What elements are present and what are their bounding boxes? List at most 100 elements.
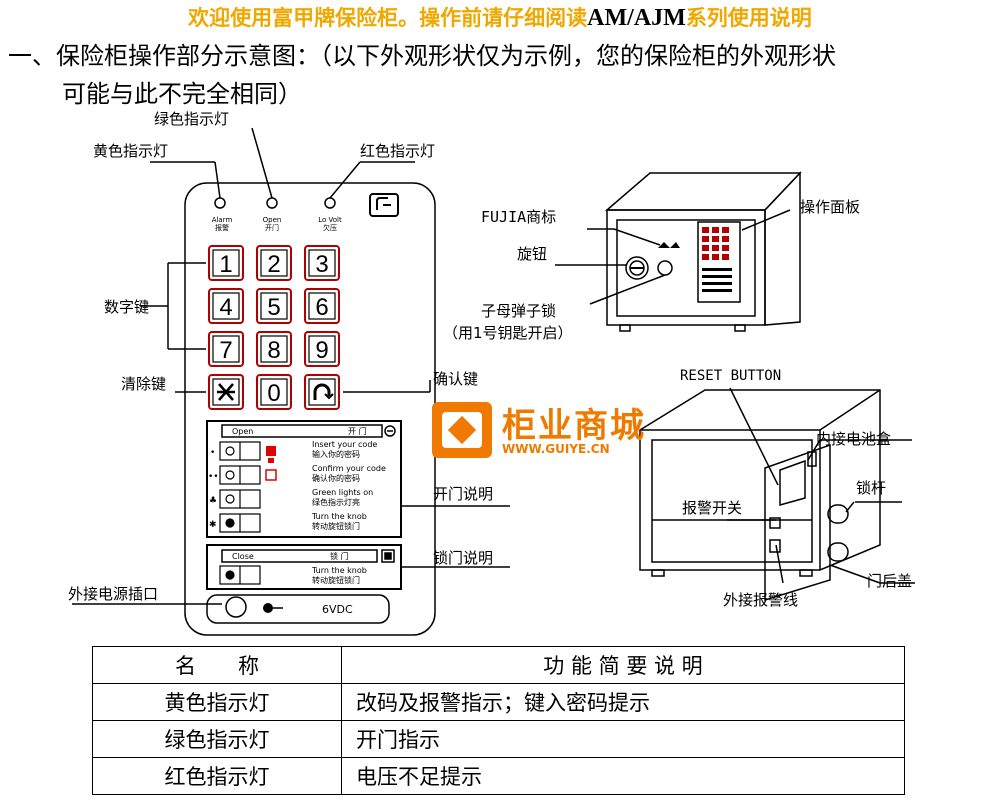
safe-fujia-logo <box>658 242 680 248</box>
close-instruction-box <box>206 544 402 590</box>
label-confirm-key: 确认键 <box>433 370 479 388</box>
label-key-lock-note: （用1号钥匙开启） <box>443 324 573 342</box>
label-key-lock: 子母弹子锁 <box>481 302 557 320</box>
key-1: 1 <box>219 251 232 278</box>
close-box-label-en: Close <box>232 552 254 561</box>
watermark-url: WWW.GUIYE.CN <box>502 442 610 456</box>
power-socket-frame <box>206 594 390 624</box>
step3-mark: ♣ <box>209 496 217 506</box>
label-fujia-logo: FUJIA商标 <box>481 208 557 226</box>
key-7: 7 <box>219 337 232 364</box>
table-header-row: 名 称 功 能 简 要 说 明 <box>92 646 905 684</box>
safe-control-panel <box>697 221 741 303</box>
watermark-logo-icon <box>432 402 492 458</box>
led-open-en: Open <box>263 216 282 224</box>
label-digit-keys: 数字键 <box>104 298 150 316</box>
label-knob: 旋钮 <box>517 245 548 263</box>
step3-cn: 绿色指示灯亮 <box>312 497 360 507</box>
key-3: 3 <box>315 251 328 278</box>
title-series: 系列使用说明 <box>685 6 812 30</box>
power-label: 6VDC <box>322 603 353 616</box>
step1-en: Insert your code <box>312 440 377 449</box>
step2-mark: •• <box>208 472 219 482</box>
led-lovolt-cn: 欠压 <box>323 223 337 232</box>
led-alarm-en: Alarm <box>212 216 233 224</box>
key-0: 0 <box>267 380 280 407</box>
watermark-name: 柜业商城 <box>502 406 646 446</box>
function-table: 名 称 功 能 简 要 说 明 黄色指示灯 改码及报警指示；键入密码提示 绿色指… <box>92 646 905 795</box>
title-intro: 欢迎使用富甲牌保险柜。操作前请仔细阅读 <box>188 6 588 30</box>
step4-en: Turn the knob <box>311 512 367 521</box>
confirm-key-icon <box>313 383 331 400</box>
step4-mark: ✱ <box>209 520 217 530</box>
safe-key-lock <box>657 260 673 276</box>
label-door-cover: 门后盖 <box>867 572 913 590</box>
open-box-label-en: Open <box>232 427 253 436</box>
label-battery-box: 内接电池盒 <box>816 430 892 448</box>
key-6: 6 <box>315 294 328 321</box>
step2-indicator <box>265 469 277 481</box>
key-5: 5 <box>267 294 280 321</box>
led-alarm-cn: 报警 <box>215 223 229 232</box>
label-open-instructions: 开门说明 <box>433 485 494 503</box>
table-row: 黄色指示灯 改码及报警指示；键入密码提示 <box>92 683 905 721</box>
safe-side <box>764 171 801 326</box>
label-green-led: 绿色指示灯 <box>154 110 230 128</box>
fujia-logo-icon <box>369 193 399 217</box>
label-clear-key: 清除键 <box>121 375 167 393</box>
lock-bolt-bottom <box>827 542 849 562</box>
step2-cn: 确认你的密码 <box>312 473 360 483</box>
close-box-label-cn: 锁 门 <box>330 551 349 561</box>
table-header-name: 名 称 <box>92 646 342 684</box>
section-heading-continued: 可能与此不完全相同） <box>62 80 302 108</box>
table-cell-desc: 改码及报警指示；键入密码提示 <box>341 683 905 721</box>
label-lock-instructions: 锁门说明 <box>433 549 494 567</box>
key-2: 2 <box>267 251 280 278</box>
section-heading: 一、保险柜操作部分示意图：（以下外观形状仅为示例，您的保险柜的外观形状 <box>8 42 836 70</box>
label-power-socket: 外接电源插口 <box>68 585 159 603</box>
open-instruction-box <box>206 420 402 538</box>
step1-mark: • <box>210 448 215 458</box>
document-title: 欢迎使用富甲牌保险柜。操作前请仔细阅读AM/AJM系列使用说明 <box>0 2 1000 32</box>
safe-front <box>606 209 766 326</box>
red-led <box>324 197 336 209</box>
key-4: 4 <box>219 294 232 321</box>
table-cell-name: 黄色指示灯 <box>92 683 342 721</box>
step1-indicator <box>266 446 276 456</box>
yellow-led <box>214 197 226 209</box>
table-cell-desc: 开门指示 <box>341 720 905 758</box>
clear-key-icon <box>217 383 235 401</box>
label-reset-button: RESET BUTTON <box>680 368 782 384</box>
label-red-led: 红色指示灯 <box>360 142 436 160</box>
key-8: 8 <box>267 337 280 364</box>
label-lock-bolt: 锁杆 <box>856 479 887 497</box>
step3-en: Green lights on <box>312 488 373 497</box>
keypad-keys: 1 2 3 4 5 6 7 8 9 0 <box>208 245 340 410</box>
led-open-cn: 开门 <box>265 223 279 232</box>
label-alarm-wire: 外接报警线 <box>723 591 799 609</box>
step2-en: Confirm your code <box>312 464 386 473</box>
label-alarm-switch: 报警开关 <box>682 499 743 517</box>
led-lovolt-en: Lo Volt <box>318 216 342 224</box>
key-9: 9 <box>315 337 328 364</box>
power-plug-icon <box>263 603 273 613</box>
lock-bolt-top <box>827 504 849 524</box>
table-header-desc: 功 能 简 要 说 明 <box>341 646 905 684</box>
table-cell-desc: 电压不足提示 <box>341 757 905 795</box>
table-cell-name: 绿色指示灯 <box>92 720 342 758</box>
step4-cn: 转动旋钮锁门 <box>312 521 360 531</box>
table-row: 红色指示灯 电压不足提示 <box>92 757 905 795</box>
safe-knob <box>625 256 649 280</box>
open-box-label-cn: 开 门 <box>348 426 367 436</box>
open-safe-body <box>639 389 881 571</box>
step1-cn: 输入你的密码 <box>312 449 360 459</box>
green-led <box>266 197 278 209</box>
close-step-en: Turn the knob <box>311 566 367 575</box>
label-yellow-led: 黄色指示灯 <box>93 142 169 160</box>
table-cell-name: 红色指示灯 <box>92 757 342 795</box>
label-control-panel: 操作面板 <box>800 198 861 216</box>
close-step-cn: 转动旋钮锁门 <box>312 575 360 585</box>
title-model: AM/AJM <box>587 5 686 31</box>
table-row: 绿色指示灯 开门指示 <box>92 720 905 758</box>
